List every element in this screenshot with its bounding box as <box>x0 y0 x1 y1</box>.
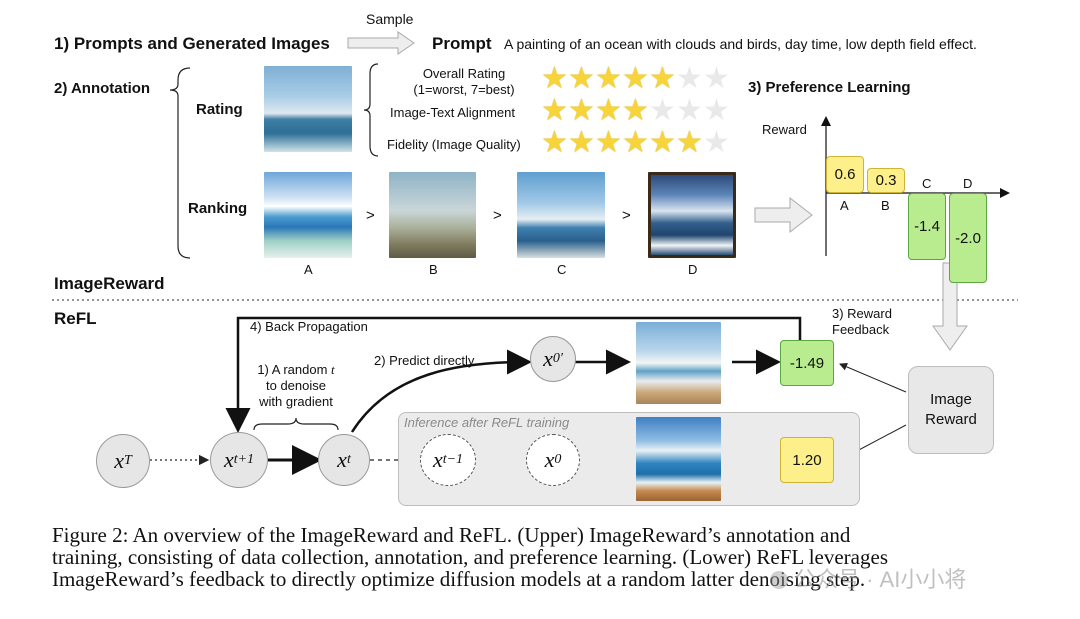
greater-than: > <box>622 207 631 224</box>
chart-category-label: A <box>840 198 849 213</box>
watermark: 公众号 · AI小小将 <box>770 562 966 594</box>
rated-image <box>264 66 352 152</box>
predicted-image <box>636 322 721 404</box>
chart-ylabel: Reward <box>762 122 807 137</box>
star-filled-icon: ★ <box>622 62 649 95</box>
ranking-letter-d: D <box>688 262 698 277</box>
star-filled-icon: ★ <box>541 94 568 127</box>
caption-line: training, consisting of data collection,… <box>52 545 888 569</box>
random-t-label: 1) A random t to denoise with gradient <box>244 362 348 410</box>
criterion-label: Overall Rating <box>422 66 506 81</box>
random-t-line: with gradient <box>259 394 333 409</box>
criterion-alignment: Image-Text Alignment <box>390 105 516 120</box>
rating-label: Rating <box>196 101 243 118</box>
criterion-sublabel: (1=worst, 7=best) <box>413 82 515 97</box>
inference-image <box>636 417 721 501</box>
back-propagation-label: 4) Back Propagation <box>250 319 368 334</box>
reward-score-train: -1.49 <box>780 340 834 386</box>
ranking-letter-a: A <box>304 262 313 277</box>
star-filled-icon: ★ <box>568 126 595 159</box>
reward-bar-a: 0.6 <box>826 156 864 193</box>
image-reward-line: Image <box>930 391 972 408</box>
prompt-label: Prompt <box>432 34 492 53</box>
star-empty-icon: ★ <box>703 62 730 95</box>
star-filled-icon: ★ <box>649 126 676 159</box>
star-empty-icon: ★ <box>703 126 730 159</box>
rating-brace <box>363 63 379 157</box>
star-empty-icon: ★ <box>649 94 676 127</box>
imagereward-section-label: ImageReward <box>54 274 165 293</box>
criterion-overall: Overall Rating (1=worst, 7=best) <box>394 66 534 98</box>
ranking-image-d <box>648 172 736 258</box>
greater-than: > <box>493 207 502 224</box>
image-reward-line: Reward <box>925 411 977 428</box>
ranking-image-b <box>389 172 476 258</box>
star-filled-icon: ★ <box>595 126 622 159</box>
ranking-letter-c: C <box>557 262 567 277</box>
star-empty-icon: ★ <box>703 94 730 127</box>
image-reward-model: Image Reward <box>908 366 994 454</box>
sample-arrow <box>347 31 415 55</box>
star-filled-icon: ★ <box>541 126 568 159</box>
criterion-fidelity: Fidelity (Image Quality) <box>387 137 521 152</box>
reward-bar-b: 0.3 <box>867 167 905 193</box>
star-filled-icon: ★ <box>595 94 622 127</box>
star-filled-icon: ★ <box>568 62 595 95</box>
step2-label: 2) Annotation <box>54 80 151 97</box>
reward-bar-d: -2.0 <box>949 193 987 283</box>
chart-category-label: C <box>922 176 932 191</box>
random-t-variable: t <box>331 362 335 377</box>
random-t-line: to denoise <box>266 378 326 393</box>
back-propagation-line <box>225 316 802 433</box>
reward-feedback-label: 3) Reward Feedback <box>832 306 892 338</box>
star-filled-icon: ★ <box>568 94 595 127</box>
ranking-letter-b: B <box>429 262 438 277</box>
watermark-text: 公众号 · AI小小将 <box>794 567 967 592</box>
star-filled-icon: ★ <box>622 126 649 159</box>
figure-caption: Figure 2: An overview of the ImageReward… <box>52 524 888 590</box>
sample-label: Sample <box>366 11 414 27</box>
random-t-line: 1) A random <box>257 362 328 377</box>
ranking-image-a <box>264 172 352 258</box>
annotation-brace <box>169 67 191 259</box>
reward-feedback-line: 3) Reward <box>832 306 892 321</box>
caption-line: ImageReward’s feedback to directly optim… <box>52 567 866 591</box>
star-filled-icon: ★ <box>676 126 703 159</box>
ranking-label: Ranking <box>188 200 248 217</box>
refl-section-label: ReFL <box>54 309 97 328</box>
step3-label: 3) Preference Learning <box>748 79 911 96</box>
star-empty-icon: ★ <box>676 62 703 95</box>
ranking-image-c <box>517 172 605 258</box>
chart-category-label: D <box>963 176 973 191</box>
step1-label: 1) Prompts and Generated Images <box>54 34 330 53</box>
to-preference-arrow <box>754 196 813 234</box>
star-empty-icon: ★ <box>676 94 703 127</box>
wechat-icon <box>770 571 788 589</box>
reward-bar-c: -1.4 <box>908 193 946 261</box>
greater-than: > <box>366 207 375 224</box>
star-filled-icon: ★ <box>595 62 622 95</box>
star-filled-icon: ★ <box>622 94 649 127</box>
reward-score-inference: 1.20 <box>780 437 834 483</box>
inference-label: Inference after ReFL training <box>404 415 570 430</box>
caption-line: Figure 2: An overview of the ImageReward… <box>52 523 851 547</box>
prompt-text: A painting of an ocean with clouds and b… <box>504 36 977 52</box>
star-filled-icon: ★ <box>541 62 568 95</box>
reward-feedback-line: Feedback <box>832 322 890 337</box>
chart-category-label: B <box>881 198 890 213</box>
star-filled-icon: ★ <box>649 62 676 95</box>
predict-directly-label: 2) Predict directly <box>374 353 475 368</box>
